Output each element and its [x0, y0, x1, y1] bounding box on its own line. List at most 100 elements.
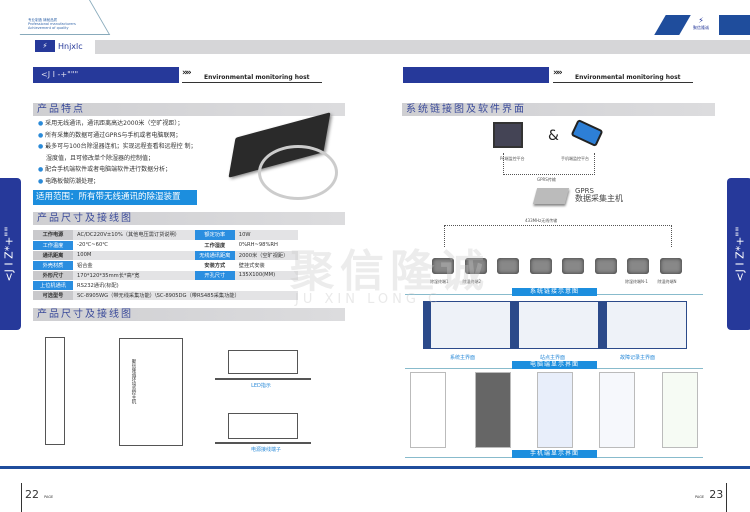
side-tab-label: <J I Z*+"" [733, 226, 746, 282]
node-label: 除湿终端1 [430, 279, 449, 284]
phone-screen-login [410, 372, 446, 448]
eng-title-text: Environmental monitoring host [204, 74, 310, 81]
logo-text: 聚信隆诚 [693, 25, 709, 30]
spec-value: 0%RH~98%RH [234, 240, 298, 251]
screen-caption: 故障记录主界面 [620, 355, 656, 361]
dehumidifier-node [594, 258, 617, 274]
spec-label: 工作电源 [33, 230, 73, 241]
system-heading: 系统链接图及软件界面 [402, 103, 715, 116]
page-number: PAGE 23 [695, 483, 728, 512]
dehumidifier-node [529, 258, 552, 274]
scope-banner: 适用范围：所有带无线通讯的除湿装置 [33, 190, 197, 205]
eng-title: »»Environmental monitoring host [182, 68, 322, 83]
rf-bus [444, 225, 672, 247]
dehumidifier-node [562, 258, 584, 274]
ampersand: & [548, 128, 559, 144]
pc-label: Pc端监控平台 [500, 156, 525, 161]
brand-name: Hnjxlc [58, 41, 83, 51]
spec-label: 工作温度 [33, 240, 73, 251]
header-accent [719, 15, 750, 35]
host-label-1: GPRS [575, 187, 594, 195]
spec-value: RS232通讯(标配) [73, 280, 298, 291]
spec-label: 可选型号 [33, 290, 73, 301]
table-row: 外壳材质铝合金安装方式壁挂式安装 [33, 260, 298, 271]
page-number-value: 23 [709, 488, 724, 501]
spec-label: 开孔尺寸 [194, 270, 235, 281]
title-bar [403, 67, 549, 83]
dehumidifier-node [464, 258, 487, 274]
node-label: 除湿终端N-1 [625, 279, 648, 284]
spec-value: SC-8905WG（带无线采集功能）\SC-8905DG（带RS485采集功能） [73, 290, 298, 301]
spec-label: 外壳材质 [33, 260, 73, 271]
page-word: PAGE [695, 495, 705, 499]
spec-label: 安装方式 [194, 260, 235, 271]
rf-link-label: 433MHz无线传输 [525, 218, 558, 223]
header-band [375, 40, 750, 54]
spec-value: 10W [234, 230, 298, 241]
page-word: PAGE [44, 495, 54, 499]
product-photo [218, 112, 348, 203]
feature-item: 电路板做防潮处理； [38, 178, 99, 185]
feature-item: 湿度值，且可修改单个除湿器的控制值； [46, 154, 155, 162]
spec-label: 工作湿度 [194, 240, 235, 251]
side-tab-label: <J I Z*+"" [2, 226, 15, 282]
spec-label: 额定功率 [194, 230, 235, 241]
caption-phone: 手机端显示界面 [512, 450, 597, 458]
spec-value: 铝合金 [73, 260, 195, 271]
logo-mark-icon: ⚡ [35, 40, 55, 52]
led-caption: LED指示 [251, 383, 271, 389]
footer-line [375, 466, 750, 469]
gprs-host-image [532, 188, 570, 204]
header-accent [654, 15, 691, 35]
spec-value: 170*120*35mm长*高*宽 [73, 270, 195, 281]
spec-label: 上位机通讯 [33, 280, 73, 291]
drawing-label: 聚信隆诚环境监控主机 [131, 359, 136, 404]
spec-label: 外形尺寸 [33, 270, 73, 281]
drawing-heading: 产品尺寸及接线图 [33, 308, 345, 321]
spec-label: 通讯距离 [33, 250, 73, 261]
screenshot-site [511, 301, 599, 349]
phone-screen-data [537, 372, 573, 448]
phone-label: 手机端监控平台 [561, 156, 589, 161]
watermark-en: JU XIN LONG C [295, 292, 442, 307]
led-panel-drawing [228, 350, 298, 374]
spec-value: 100M [73, 250, 195, 261]
feature-item: 配合手机端软件或者电脑端软件进行数据分析； [38, 166, 171, 173]
phone-icon [570, 118, 604, 148]
front-view-drawing: 聚信隆诚环境监控主机 [119, 338, 183, 446]
page-number-value: 22 [25, 488, 39, 501]
eng-title: »»Environmental monitoring host [553, 68, 693, 83]
cable-image [258, 145, 338, 200]
pc-icon [493, 122, 523, 148]
host-label-2: 数据采集主机 [575, 194, 623, 203]
brand-logo-right: ⚡ 聚信隆诚 [687, 16, 715, 31]
dehumidifier-node [497, 258, 519, 274]
mount-plate [215, 442, 311, 444]
feature-item: 最多可与100台除湿器连机；实现远程查看和远程控 制； [38, 143, 197, 150]
screenshot-fault [599, 301, 687, 349]
chevrons-icon: »» [553, 68, 563, 78]
link-box [503, 153, 595, 175]
features-heading: 产品特点 [33, 103, 345, 116]
spec-value: 壁挂式安装 [234, 260, 298, 271]
title-bar: <J I -+""" [33, 67, 179, 83]
side-tab-right[interactable]: <J I Z*+"" [727, 178, 750, 330]
dehumidifier-node [432, 258, 454, 274]
power-caption: 电源接线端子 [250, 447, 281, 453]
right-page: ⚡ 聚信隆诚 »»Environmental monitoring host 系… [375, 0, 750, 512]
phone-screen-menu [475, 372, 511, 448]
page-number: 22 PAGE [21, 483, 53, 512]
mount-plate [215, 378, 311, 380]
phone-screen-detail [662, 372, 698, 448]
side-tab-left[interactable]: <J I Z*+"" [0, 178, 21, 330]
spec-value: -20℃~60℃ [73, 240, 195, 251]
spec-value: 135X100(MM) [234, 270, 298, 281]
spec-value: 2000米（空旷视距） [234, 250, 298, 261]
